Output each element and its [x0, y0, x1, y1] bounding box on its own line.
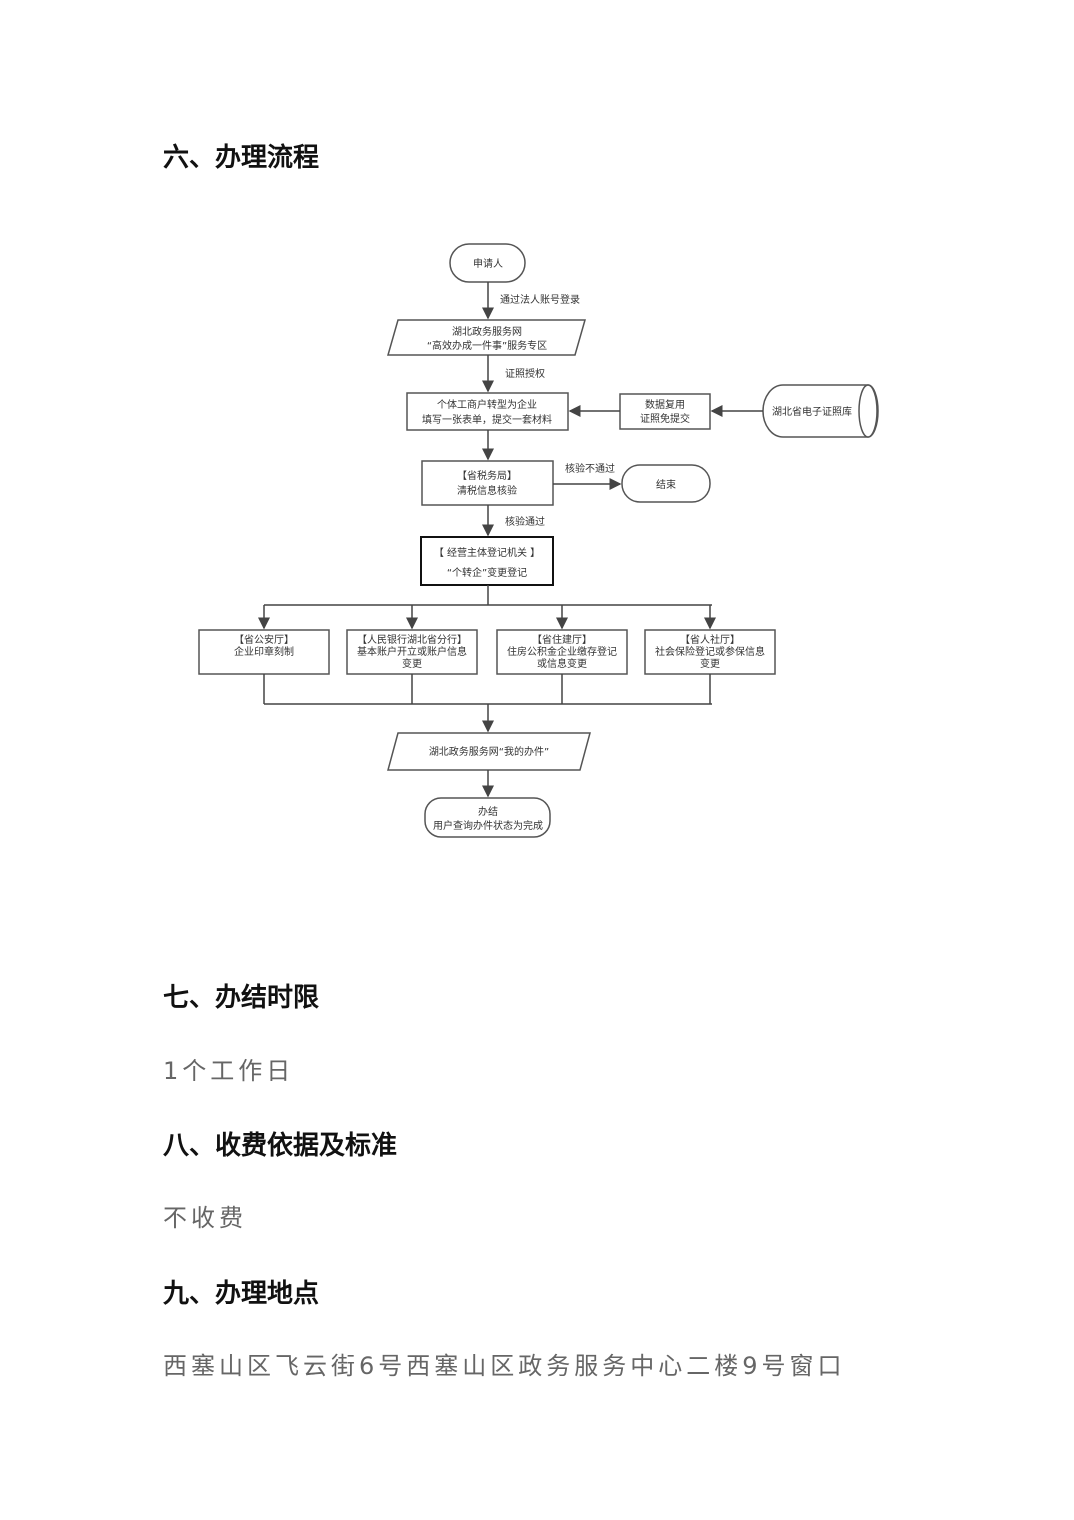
submit-line-1: 个体工商户转型为企业: [437, 398, 537, 411]
parallel-task-line: 【省公安厅】: [234, 633, 294, 646]
reuse-line-1: 数据复用: [645, 398, 685, 411]
parallel-task-line: 【人民银行湖北省分行】: [357, 633, 467, 646]
my-cases-node: [387, 732, 591, 771]
time-limit-text: 1个工作日: [163, 1057, 295, 1085]
parallel-task-line: 住房公积金企业缴存登记: [507, 645, 617, 658]
portal-node: [387, 319, 586, 356]
submit-line-2: 填写一张表单，提交一套材料: [422, 413, 552, 426]
parallel-task-node: [496, 629, 628, 675]
database-label: 湖北省电子证照库: [772, 405, 852, 418]
portal-line-1: 湖北政务服务网: [452, 325, 522, 338]
done-node: [424, 797, 551, 838]
section-heading-process: 六、办理流程: [163, 143, 320, 173]
location-text: 西塞山区飞云街6号西塞山区政务服务中心二楼9号窗口: [163, 1352, 846, 1380]
parallel-task-line: 社会保险登记或参保信息: [655, 645, 765, 658]
parallel-task-line: 【省人社厅】: [680, 633, 740, 646]
start-label: 申请人: [473, 257, 503, 270]
my-cases-label: 湖北政务服务网“我的办件”: [429, 745, 549, 758]
section-heading-fees: 八、收费依据及标准: [163, 1131, 398, 1161]
registry-line-2: “个转企”变更登记: [447, 566, 527, 579]
portal-line-2: “高效办成一件事”服务专区: [427, 339, 547, 352]
tax-line-1: 【省税务局】: [457, 469, 517, 482]
parallel-task-node: [644, 629, 776, 675]
tax-check-node: [421, 460, 554, 506]
parallel-task-line: 变更: [402, 657, 422, 670]
edge-auth-label: 证照授权: [505, 367, 545, 380]
done-line-1: 办结: [478, 805, 498, 818]
done-line-2: 用户查询办件状态为完成: [433, 819, 543, 832]
parallel-task-line: 变更: [700, 657, 720, 670]
end-node: [621, 464, 711, 503]
parallel-task-node: [346, 629, 478, 675]
section-heading-time-limit: 七、办结时限: [163, 983, 320, 1013]
registry-line-1: 【 经营主体登记机关 】: [434, 546, 540, 559]
parallel-task-line: 或信息变更: [537, 657, 587, 670]
edge-login-label: 通过法人账号登录: [500, 293, 580, 306]
edge-pass-label: 核验通过: [505, 515, 545, 528]
edge-fail-label: 核验不通过: [565, 462, 615, 475]
fees-text: 不收费: [163, 1204, 247, 1232]
section-heading-location: 九、办理地点: [163, 1279, 320, 1309]
registry-node: [420, 536, 554, 586]
process-flowchart: 申请人 通过法人账号登录 湖北政务服务网 “高效办成一件事”服务专区 证照授权 …: [198, 243, 879, 838]
parallel-task-line: 企业印章刻制: [234, 645, 294, 658]
reuse-line-2: 证照免提交: [640, 412, 690, 425]
parallel-task-line: 【省住建厅】: [532, 633, 592, 646]
parallel-task-line: 基本账户开立或账户信息: [357, 645, 467, 658]
end-label: 结束: [656, 478, 676, 491]
submit-node: [406, 392, 569, 431]
database-node: [762, 384, 879, 438]
tax-line-2: 清税信息核验: [457, 484, 517, 497]
